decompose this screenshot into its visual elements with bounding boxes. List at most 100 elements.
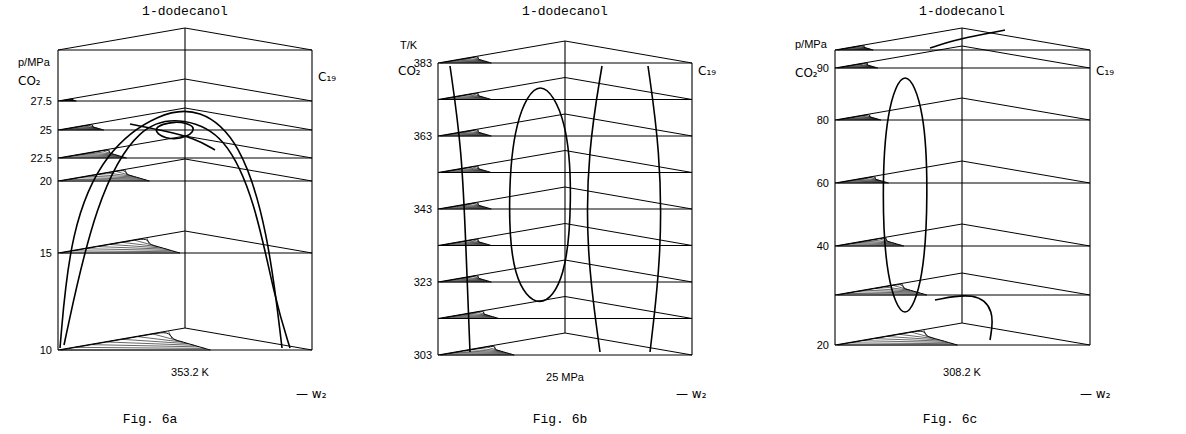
tie-line: [838, 246, 904, 247]
prism-edge: [311, 50, 312, 350]
binodal-curve: [61, 171, 150, 181]
axis-label: — w₂: [676, 388, 706, 402]
tie-line: [65, 129, 102, 130]
axis-label: — w₂: [1080, 388, 1110, 402]
binodal-curve: [61, 150, 127, 158]
component-label: 1-dodecanol: [919, 5, 1005, 20]
figure-caption: Fig. 6c: [923, 413, 978, 428]
isobaric-slice: [58, 328, 312, 350]
isobaric-slice: [438, 78, 692, 100]
tick-label: 20: [817, 339, 829, 352]
condition-label: 308.2 K: [943, 366, 981, 379]
tie-line: [74, 155, 121, 157]
binodal-curve: [61, 125, 104, 130]
tie-line: [441, 318, 499, 319]
isobaric-slice: [835, 224, 1090, 246]
tick-label: 383: [414, 57, 432, 70]
binodal-curve: [61, 333, 211, 350]
tie-line: [138, 337, 184, 343]
critical-curve: [588, 66, 602, 352]
axis-label: p/MPa: [795, 38, 827, 51]
tick-label: 27.5: [31, 95, 52, 107]
isobaric-slice: [58, 28, 312, 50]
tick-label: 22.5: [31, 152, 52, 165]
tie-line: [446, 135, 489, 136]
isobaric-slice: [835, 273, 1090, 295]
tick-label: 383: [414, 57, 432, 69]
tick-label: 363: [414, 130, 432, 142]
tie-line: [838, 345, 958, 346]
component-label: 1-dodecanol: [142, 4, 228, 19]
tie-line: [838, 50, 874, 51]
critical-curve: [930, 30, 1005, 48]
critical-curve: [883, 78, 927, 312]
binodal-curve: [441, 312, 499, 319]
condition-label: 353.2 K: [171, 366, 209, 379]
tie-line: [441, 63, 492, 64]
isobaric-slice: [835, 161, 1090, 183]
component-label: CO₂: [795, 66, 818, 80]
tick-label: 323: [414, 276, 432, 289]
tie-line: [446, 98, 489, 99]
component-label: CO₂: [18, 74, 41, 88]
tick-label: 80: [817, 114, 829, 127]
prism-edge: [1089, 50, 1090, 345]
tie-line: [107, 342, 194, 345]
figure-caption: Fig. 6a: [123, 413, 178, 428]
tie-line: [61, 253, 180, 254]
tick-label: 40: [817, 240, 829, 253]
tick-label: 90: [817, 62, 829, 75]
axis-label: — w₂: [296, 388, 326, 402]
component-label: C₁₉: [698, 65, 716, 79]
tie-line: [61, 158, 127, 159]
component-label: 1-dodecanol: [522, 4, 608, 19]
tie-line: [899, 334, 935, 338]
tie-line: [842, 67, 876, 68]
prism-edge: [961, 28, 962, 323]
tie-line: [441, 209, 492, 210]
binodal-curve: [441, 57, 492, 63]
component-label: 1-dodecanol: [522, 5, 608, 20]
binodal-curve: [441, 166, 492, 172]
tie-line: [61, 130, 104, 131]
axis-label: p/MPa: [18, 56, 50, 69]
axis-label: — w₂: [296, 387, 326, 401]
isobaric-slice: [835, 323, 1090, 345]
tie-line: [838, 120, 881, 121]
tie-line: [448, 353, 511, 355]
tick-label: 10: [40, 344, 52, 357]
component-label: C₁₉: [1096, 64, 1114, 78]
tie-line: [441, 355, 515, 356]
axis-label: p/MPa: [18, 56, 50, 68]
binodal-curve: [441, 346, 515, 355]
binodal-curve: [441, 130, 492, 136]
figure-caption: Fig. 6b: [533, 412, 588, 427]
tick-label: 25: [40, 124, 52, 137]
tick-label: 343: [414, 203, 432, 215]
tick-label: 27.5: [31, 95, 52, 108]
binodal-curve: [441, 203, 492, 209]
condition-label: 308.2 K: [943, 366, 981, 378]
tie-line: [851, 243, 898, 245]
tie-line: [441, 282, 492, 283]
critical-curve: [130, 124, 215, 150]
tie-line: [838, 68, 878, 69]
component-label: CO₂: [18, 75, 41, 89]
tick-label: 20: [40, 175, 52, 188]
tie-line: [122, 242, 158, 246]
binodal-curve: [838, 63, 878, 68]
axis-label: — w₂: [1080, 387, 1110, 401]
tie-line: [842, 119, 879, 120]
component-label: C₁₉: [1096, 65, 1114, 79]
prism-edge: [834, 50, 835, 345]
tie-line: [61, 350, 211, 351]
axis-label: T/K: [400, 39, 417, 52]
isobaric-slice: [438, 333, 692, 355]
condition-label: 25 MPa: [546, 371, 584, 383]
binodal-curve: [838, 331, 958, 345]
critical-curve: [935, 296, 992, 340]
tick-label: 90: [817, 62, 829, 74]
tick-label: 40: [817, 240, 829, 252]
